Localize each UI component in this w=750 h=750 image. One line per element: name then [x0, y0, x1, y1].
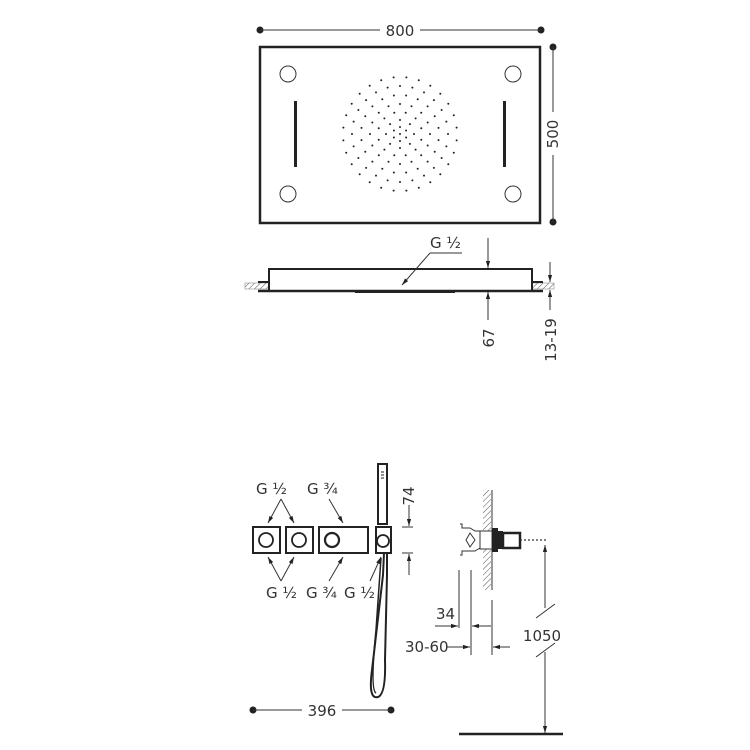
valve-box	[252, 526, 281, 554]
port-label: G ¾	[306, 584, 337, 602]
handset-dim-label: 74	[400, 486, 418, 505]
port-label: G ½	[344, 584, 375, 602]
waterfall-slot	[503, 101, 506, 167]
led-circle-icon	[504, 65, 522, 83]
rain-nozzles	[342, 76, 458, 192]
shower-hose	[369, 552, 388, 699]
valve-knob-icon	[258, 532, 274, 548]
front-width-label: 396	[308, 702, 337, 720]
port-label: G ½	[256, 480, 287, 498]
top-view: 800 500	[256, 22, 562, 226]
valve-box	[285, 526, 314, 554]
hand-shower	[377, 463, 388, 525]
width-dimension: 800	[256, 22, 545, 40]
thermostat-knob-icon	[323, 531, 341, 549]
height-label: 500	[544, 120, 562, 149]
led-circle-icon	[279, 65, 297, 83]
side-view: G ½ 67 13-19	[244, 234, 560, 362]
led-circle-icon	[279, 185, 297, 203]
depth-label: 34	[436, 605, 455, 623]
width-label: 800	[386, 22, 415, 40]
inlet-label: G ½	[430, 234, 461, 252]
section-view: 34 30-60 1050	[405, 490, 563, 736]
ceiling-thickness-label: 13-19	[542, 318, 560, 362]
port-label: G ½	[266, 584, 297, 602]
thermostat-box	[318, 526, 369, 554]
led-circle-icon	[504, 185, 522, 203]
front-view: G ½ G ¾ 74 G ½ G ¾	[249, 463, 418, 720]
height-dimension: 500	[544, 43, 562, 226]
port-label: G ¾	[307, 480, 338, 498]
wall-thickness-label: 30-60	[405, 638, 449, 656]
waterfall-slot	[294, 101, 297, 167]
mount-height-label: 1050	[523, 627, 561, 645]
valve-knob-icon	[291, 532, 307, 548]
thickness-label: 67	[480, 328, 498, 347]
